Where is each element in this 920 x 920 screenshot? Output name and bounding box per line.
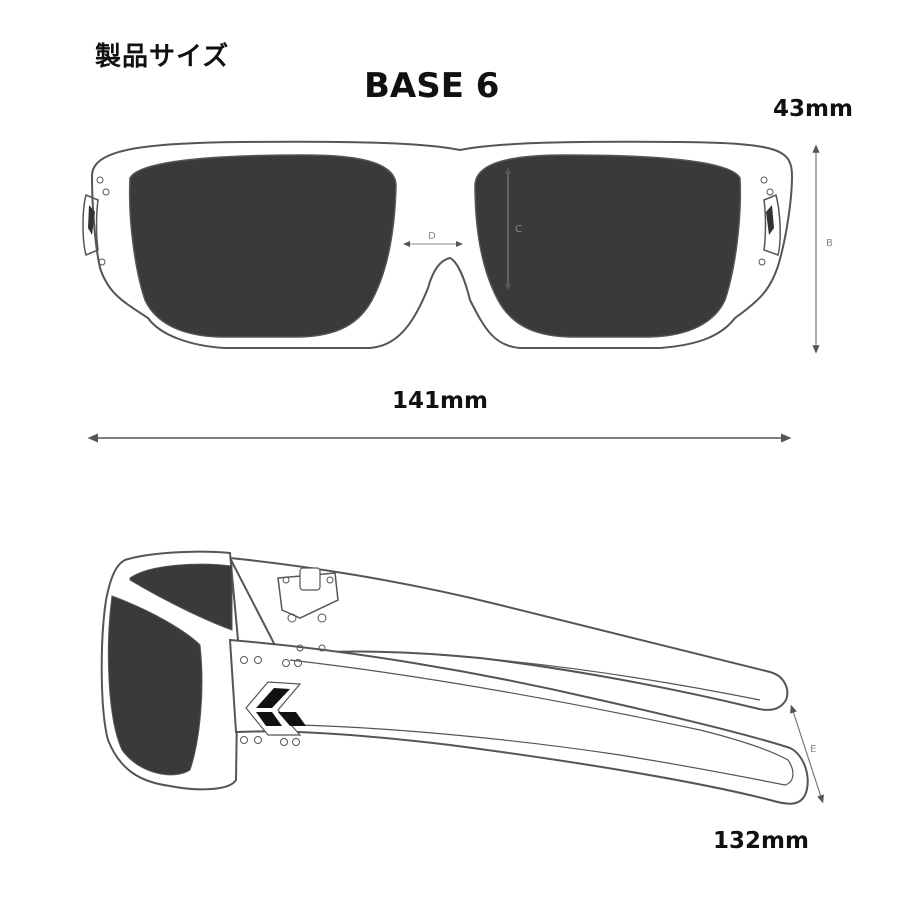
right-hinge-inner bbox=[766, 205, 774, 235]
temple-dimension-label: 132mm bbox=[713, 828, 809, 854]
temple-width-dimension-line bbox=[790, 704, 824, 804]
left-hinge-detail bbox=[82, 193, 99, 257]
left-hinge-inner bbox=[88, 205, 95, 235]
lens-height-label: C bbox=[515, 224, 522, 235]
right-hinge-detail bbox=[763, 193, 781, 256]
right-lens bbox=[474, 154, 742, 338]
frame-height-label: B bbox=[826, 238, 833, 249]
base-curve-label: BASE 6 bbox=[364, 66, 500, 106]
left-lens bbox=[128, 154, 397, 338]
upper-temple-inner bbox=[439, 654, 761, 701]
brand-logo-icon bbox=[245, 681, 306, 736]
temple-width-label: E bbox=[810, 744, 816, 755]
front-view: D C B bbox=[82, 140, 833, 443]
height-dimension-label: 43mm bbox=[773, 96, 853, 122]
hinge-block bbox=[299, 567, 321, 591]
side-lens-upper bbox=[129, 563, 233, 631]
page-title: 製品サイズ bbox=[95, 42, 230, 72]
bridge-label: D bbox=[428, 231, 436, 242]
side-view: E bbox=[100, 550, 824, 805]
width-dimension-label: 141mm bbox=[392, 388, 488, 414]
side-lens-lower bbox=[107, 595, 203, 776]
hinge-plate bbox=[277, 572, 339, 619]
